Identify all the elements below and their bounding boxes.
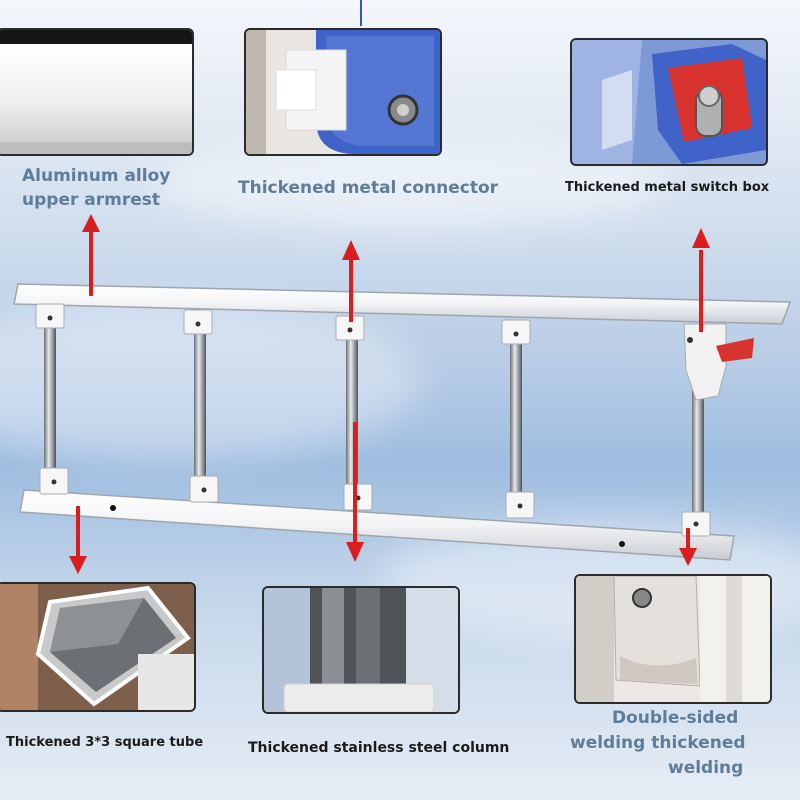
caption-switch-box: Thickened metal switch box [565,180,770,195]
switch-box-photo [570,38,768,166]
bed-rail-illustration [13,214,792,574]
stainless-column-photo [262,586,460,714]
caption-aluminum-line2: upper armrest [22,190,161,210]
metal-connector-photo [244,28,442,156]
stainless-column-illustration [264,588,458,712]
metal-connector-illustration [246,30,440,154]
switch-box-illustration [572,40,766,164]
caption-connector: Thickened metal connector [238,178,499,198]
square-tube-illustration [0,584,194,710]
caption-stainless-column: Thickened stainless steel column [248,740,510,756]
caption-square-tube: Thickened 3*3 square tube [6,735,204,750]
aluminum-armrest-illustration [0,30,192,154]
steel-posts [44,318,704,514]
welding-illustration [576,576,770,702]
caption-welding-line3: welding [668,758,744,778]
caption-welding-line1: Double-sided [612,708,739,728]
aluminum-armrest-photo [0,28,194,156]
connector-pointer-line [360,0,362,26]
caption-welding-line2: welding thickened [570,733,746,753]
caption-aluminum-line1: Aluminum alloy [22,166,171,186]
welding-photo [574,574,772,704]
square-tube-photo [0,582,196,712]
